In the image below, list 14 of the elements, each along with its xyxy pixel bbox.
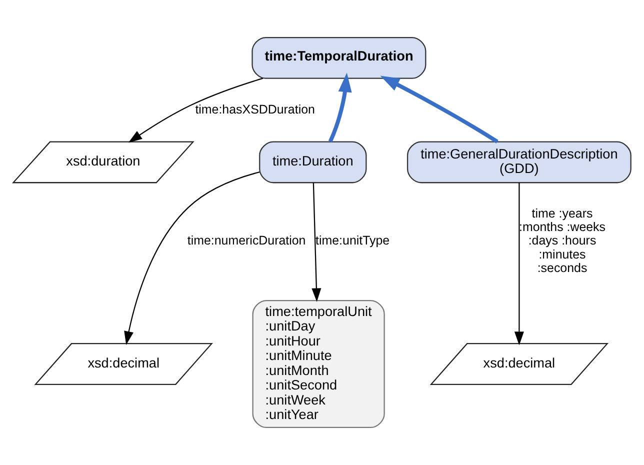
arrow [514,182,524,346]
arrow [380,76,498,144]
node-box: time:TemporalDuration [252,36,426,79]
node-box: time:temporalUnit :unitDay :unitHour :unitMinute :unitMonth :unitSecond :unitWeek :unitYear [252,300,385,428]
edge-label: time :years :months :weeks :days :hours :minutes :seconds [519,206,606,275]
arrow [124,172,260,345]
arrow [328,72,352,142]
edge-label: time:hasXSDDuration [195,102,315,116]
arrow [312,182,322,302]
node-box: time:GeneralDurationDescription (GDD) [406,141,632,184]
edge-label: time:unitType [316,234,390,248]
arrow [128,78,264,143]
edge-label: time:numericDuration [187,234,306,248]
node-box: time:Duration [259,141,367,184]
